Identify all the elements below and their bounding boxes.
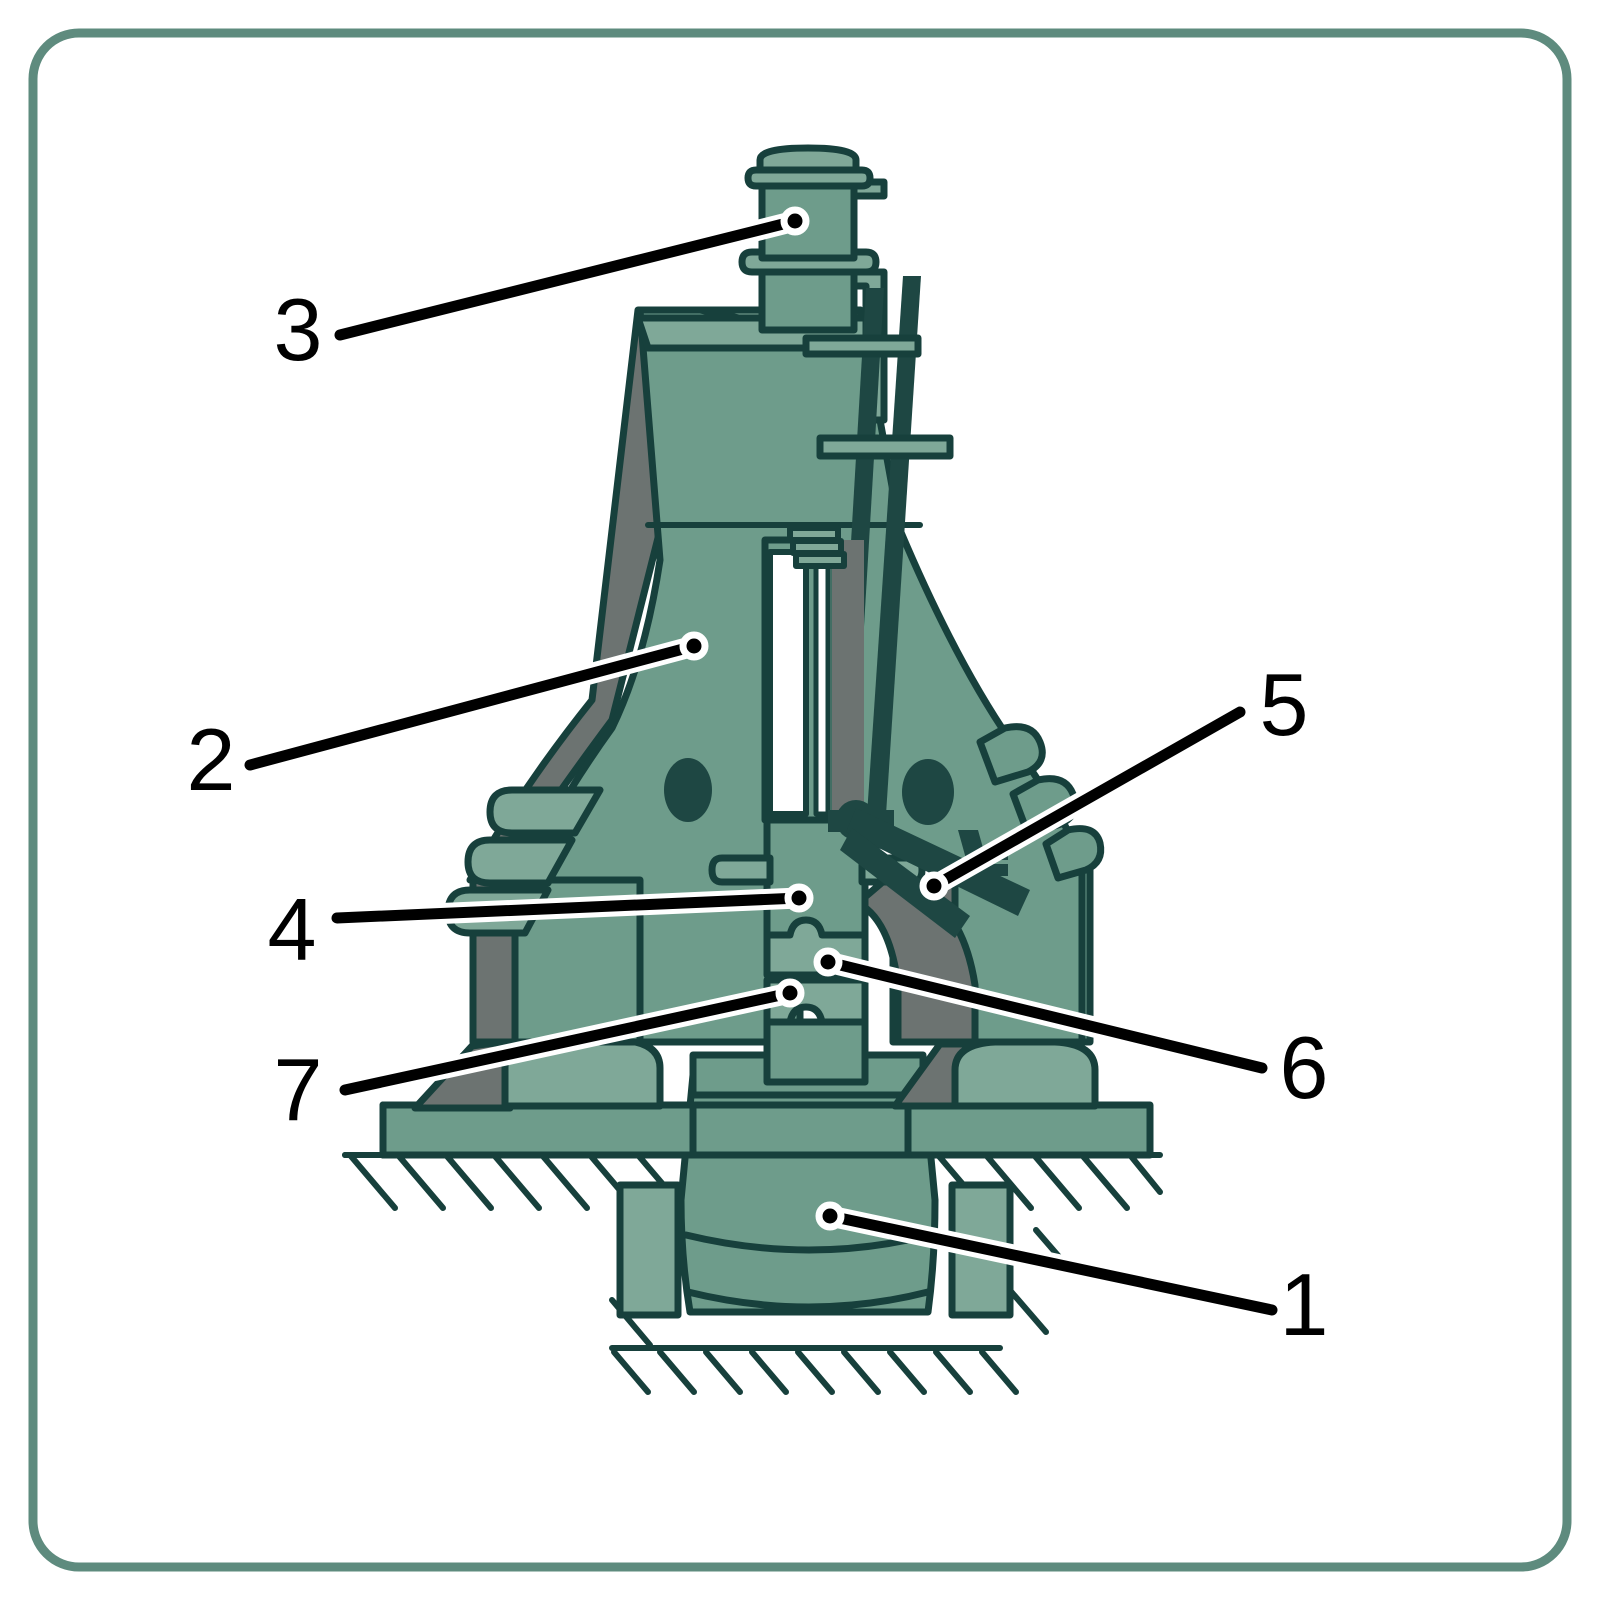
pit-hatching (609, 1227, 1077, 1395)
callout-label-4: 4 (268, 880, 317, 979)
lever-arm-upper (846, 808, 1030, 916)
rib-right-1 (976, 723, 1046, 786)
callout-label-5: 5 (1260, 655, 1309, 754)
leader-line-7 (339, 987, 796, 1096)
callout-tip-7 (775, 978, 805, 1008)
callout-tip-dots (679, 206, 949, 1231)
leader-line-2 (244, 640, 700, 771)
rod-bracket-upper (802, 334, 922, 358)
rib-right-3 (1042, 825, 1105, 882)
base-plate-center (689, 1101, 912, 1159)
callout-tip-3 (780, 206, 810, 236)
control-lever-linkage (828, 800, 1030, 938)
callout-tip-2 (679, 631, 709, 661)
rounded-border-frame (28, 28, 1572, 1572)
callout-label-7: 7 (274, 1040, 323, 1139)
leader-line-1 (824, 1210, 1278, 1316)
base-plate (379, 1101, 1154, 1159)
callout-leader-lines (244, 215, 1278, 1316)
callout-tip-6 (813, 947, 843, 977)
slide-white-channel (767, 549, 809, 817)
slide-gray-face (832, 540, 864, 818)
callout-tip-1 (815, 1201, 845, 1231)
callout-tip-5 (919, 871, 949, 901)
leader-line-6 (822, 956, 1268, 1074)
foundation-key-left (616, 1181, 682, 1319)
callout-tip-4 (784, 883, 814, 913)
rod-cross-brackets (802, 334, 954, 460)
guide-tie-rod-left (708, 854, 774, 886)
base-plate-left (379, 1101, 699, 1159)
frame-bolt-hole-right (902, 759, 954, 825)
rib-left-2 (464, 836, 576, 887)
right-foot-pad (891, 1038, 1099, 1110)
right-foot-body (951, 1038, 1099, 1110)
leader-line-3 (334, 215, 801, 341)
slide-white-stripe (813, 549, 831, 817)
rod-bracket-lower (816, 434, 954, 460)
lower-die-stem (763, 1018, 869, 1086)
ram-slide-window (761, 525, 864, 824)
base-plate-right (901, 1101, 1154, 1159)
foundation-seam-lower (684, 1288, 932, 1311)
callout-label-6: 6 (1280, 1018, 1329, 1117)
rib-left-1 (486, 786, 604, 837)
gland-nut-bot (793, 551, 847, 569)
piston-gland-nut (787, 525, 847, 569)
callout-label-3: 3 (274, 280, 323, 379)
cylinder-cap (756, 144, 860, 174)
control-rod-outer (866, 276, 921, 830)
frame-bolt-hole-left (664, 758, 712, 822)
leader-line-4 (331, 892, 805, 924)
leader-line-5 (928, 706, 1246, 892)
lever-arm-lower (840, 828, 970, 938)
callout-label-1: 1 (1280, 1255, 1329, 1354)
callout-label-2: 2 (187, 710, 236, 809)
cylinder-upper-flange (744, 166, 874, 190)
